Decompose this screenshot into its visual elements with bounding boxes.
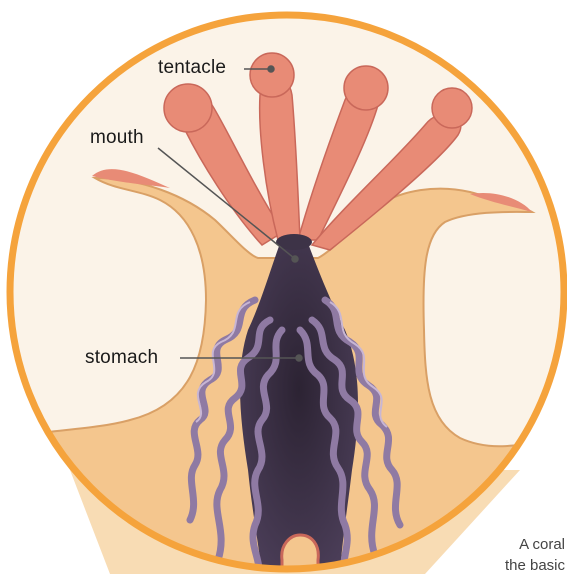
caption-line-2: the basic [505,557,565,574]
stomach-leader-dot [296,355,302,361]
stomach-label: stomach [85,347,158,369]
tentacle-leader-dot [268,66,274,72]
tentacle-1-tip [164,84,212,132]
tentacle-label: tentacle [158,57,226,79]
tentacle-4-tip [432,88,472,128]
mouth-leader-dot [292,256,298,262]
tentacle-3-tip [344,66,388,110]
tentacle-2-tip [250,53,294,97]
mouth-label: mouth [90,127,144,149]
caption-line-1: A coral [519,536,565,553]
